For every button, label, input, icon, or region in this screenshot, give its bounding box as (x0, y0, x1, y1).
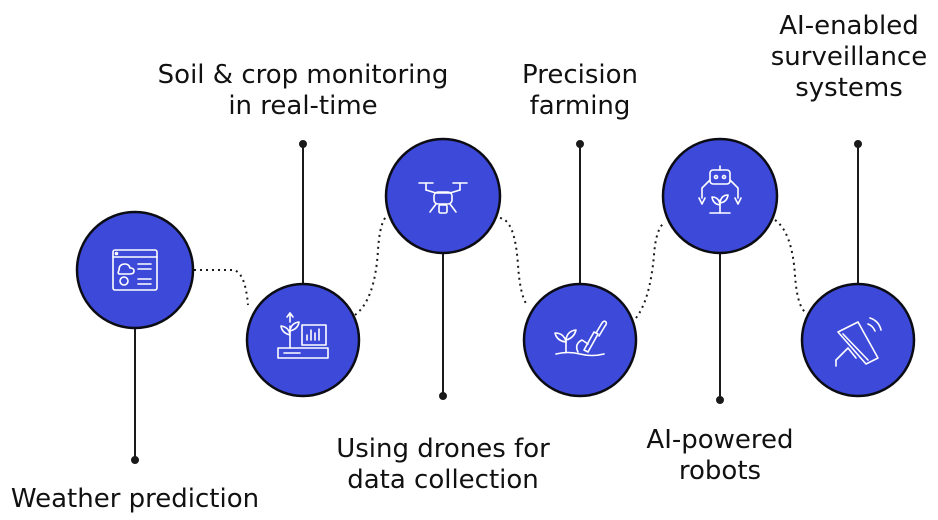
label-drones: Using drones for data collection (336, 434, 550, 495)
hand-trowel-sprout-icon (554, 320, 608, 357)
stem-dot-robots (716, 396, 724, 404)
circle-robots (661, 137, 779, 255)
label-stems (131, 140, 862, 464)
stem-dot-surveillance (854, 140, 862, 148)
stem-dot-drones (439, 392, 447, 400)
connector-5-6 (774, 219, 806, 313)
label-precision: Precision farming (521, 60, 638, 121)
connector-2-3 (354, 214, 389, 316)
connector-3-4 (499, 217, 528, 306)
circle-precision (522, 282, 638, 398)
label-weather: Weather prediction (10, 484, 260, 514)
stem-dot-weather (131, 456, 139, 464)
surveillance-camera-icon (835, 317, 882, 367)
circle-surveillance (800, 282, 916, 398)
circle-weather (75, 210, 195, 330)
plant-monitor-icon (277, 312, 329, 359)
stem-dot-precision (576, 140, 584, 148)
step-circles (75, 137, 916, 398)
circle-soil (245, 282, 361, 398)
weather-dashboard-icon (112, 249, 158, 291)
label-soil: Soil & crop monitoring in real-time (157, 60, 449, 121)
label-robots: AI-powered robots (646, 425, 794, 486)
circle-drones (384, 137, 502, 255)
drone-icon (418, 182, 468, 214)
label-surveillance: AI-enabled surveillance systems (770, 11, 928, 103)
robot-arms-icon (698, 165, 742, 214)
stem-dot-soil (299, 140, 307, 148)
connector-4-5 (635, 221, 666, 319)
dotted-connectors (194, 214, 806, 319)
connector-1-2 (194, 269, 249, 306)
